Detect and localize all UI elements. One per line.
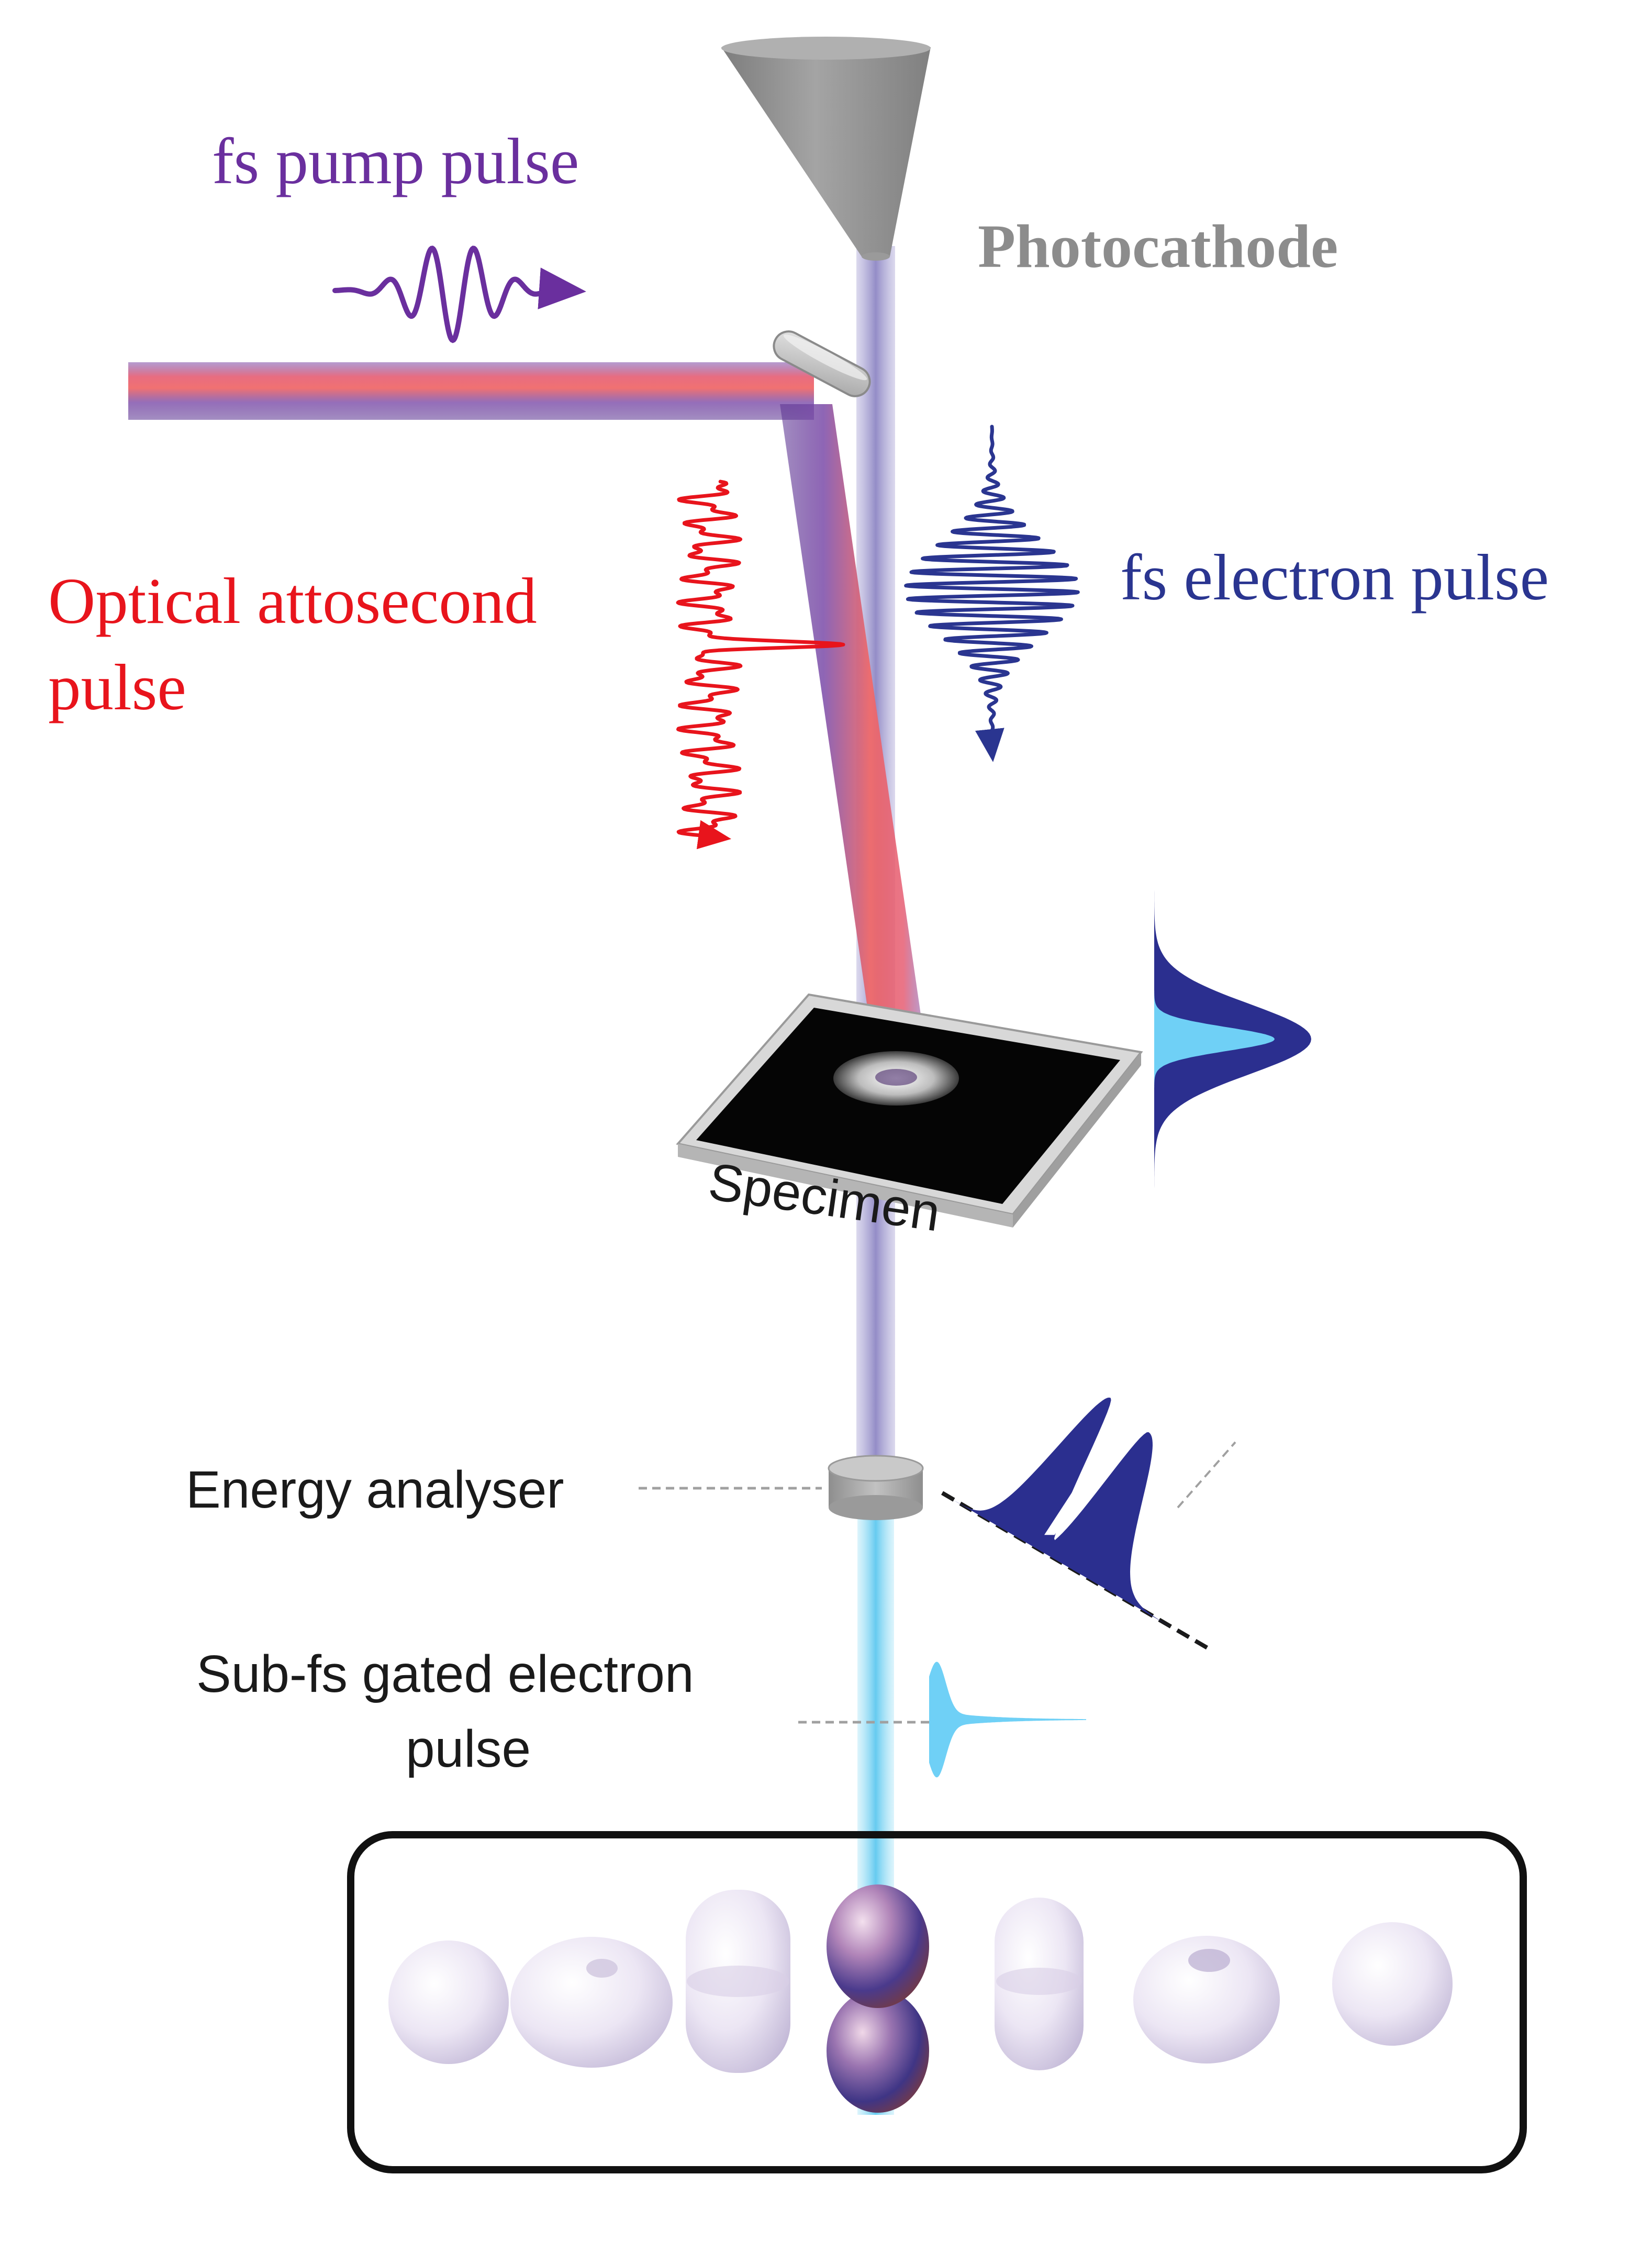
energy-analyser-icon [828, 1455, 924, 1520]
orbital-box [347, 1831, 1527, 2173]
label-electron-pulse: fs electron pulse [1120, 542, 1549, 614]
specimen-plate [676, 993, 1143, 1228]
energy-spectrum-icon [941, 1397, 1236, 1651]
mirror-icon [773, 330, 871, 397]
orbital-5 [995, 1898, 1084, 2070]
optical-attosecond-pulse-icon [676, 479, 845, 850]
photocathode-icon [721, 37, 931, 261]
label-gated-pulse-line1: Sub-fs gated electron [196, 1645, 694, 1703]
gated-pulse-icon [929, 1661, 1086, 1778]
orbital-2 [510, 1937, 673, 2068]
laser-beam-diagonal [780, 404, 925, 1047]
orbital-6 [1133, 1936, 1280, 2064]
electron-pulse-icon [904, 425, 1080, 762]
orbital-1 [388, 1940, 509, 2064]
label-optical-pulse-line1: Optical attosecond [48, 565, 537, 638]
label-pump-pulse: fs pump pulse [212, 126, 579, 198]
label-gated-pulse-line2: pulse [406, 1720, 531, 1778]
laser-beam-horizontal [128, 362, 814, 420]
label-photocathode: Photocathode [978, 212, 1338, 281]
label-energy-analyser: Energy analyser [186, 1460, 564, 1519]
label-optical-pulse-line2: pulse [48, 652, 186, 724]
orbital-4 [827, 1884, 929, 2113]
electron-distribution-icon [1154, 879, 1311, 1199]
pump-pulse-icon [332, 246, 586, 343]
orbital-7 [1332, 1922, 1453, 2046]
orbital-3 [686, 1890, 790, 2073]
